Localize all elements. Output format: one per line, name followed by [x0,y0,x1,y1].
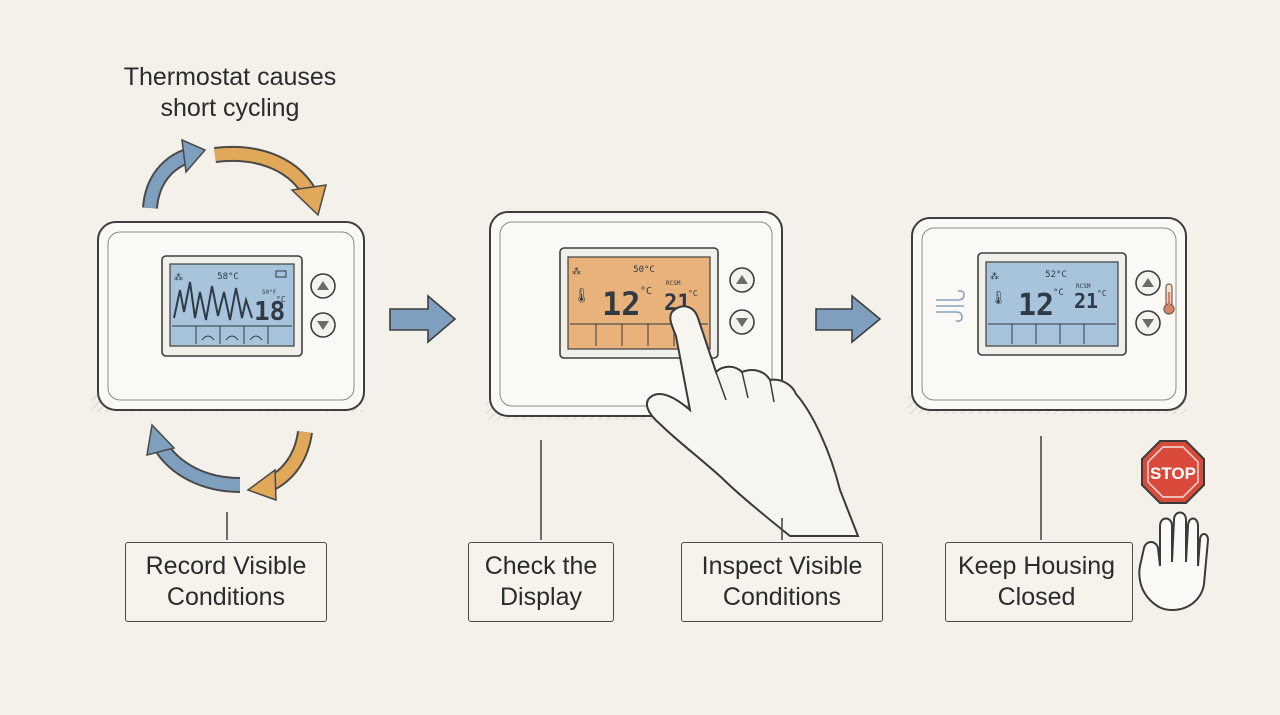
svg-text:⁂: ⁂ [990,271,999,282]
raised-hand-icon [1138,511,1210,612]
svg-text:🌡: 🌡 [990,290,1007,306]
svg-text:⁂: ⁂ [572,266,581,277]
label-check-the-display: Check the Display [468,542,614,622]
lcd-unit: °C [1053,288,1064,298]
lcd-unit: °C [640,286,652,297]
connector-lines [226,436,1042,540]
svg-text:⁂: ⁂ [174,272,183,283]
thermometer-icon [1163,283,1175,315]
label-inspect-visible-conditions: Inspect Visible Conditions [681,542,883,622]
lcd-set-temp: 21 [1074,289,1098,313]
svg-text:🌡: 🌡 [573,288,591,304]
thermostat-3: 52°C ⁂ 🌡 12 °C RCSM 21 °C [908,217,1187,414]
lcd-screen [169,263,295,347]
label-record-visible-conditions: Record Visible Conditions [125,542,327,622]
step-arrow-icon [815,294,882,344]
lcd-reading: 12 [1018,288,1054,323]
thermostat-1: 58°C 50°F 18 °C ⁂ [92,221,365,412]
lcd-screen [985,261,1119,347]
stop-sign-text: STOP [1150,464,1196,483]
step-arrow-icon [389,294,457,344]
lcd-top-temp: 52°C [1045,270,1067,280]
lcd-reading: 18 [254,297,285,327]
down-button[interactable] [310,312,336,338]
lcd-top-temp: 50°C [633,265,655,275]
wind-icon [936,290,965,322]
down-button[interactable] [1135,310,1161,336]
lcd-set-unit: °C [688,289,698,298]
up-button[interactable] [1135,270,1161,296]
lcd-small-label: RCSM [1076,283,1091,290]
lcd-small-label: 50°F [262,289,277,296]
cycle-arrows-icon [142,138,328,502]
up-button[interactable] [310,273,336,299]
lcd-unit: °C [276,295,286,304]
up-button[interactable] [729,267,755,293]
lcd-set-unit: °C [1097,289,1107,298]
lcd-top-temp: 58°C [217,272,239,282]
lcd-reading: 12 [602,285,641,323]
label-keep-housing-closed: Keep Housing Closed [945,542,1133,622]
stop-sign-icon: STOP [1141,440,1205,504]
down-button[interactable] [729,309,755,335]
cycle-caption: Thermostat causes short cycling [123,63,337,122]
pointing-hand-icon [645,305,860,537]
lcd-small-label: RCSM [666,280,681,287]
